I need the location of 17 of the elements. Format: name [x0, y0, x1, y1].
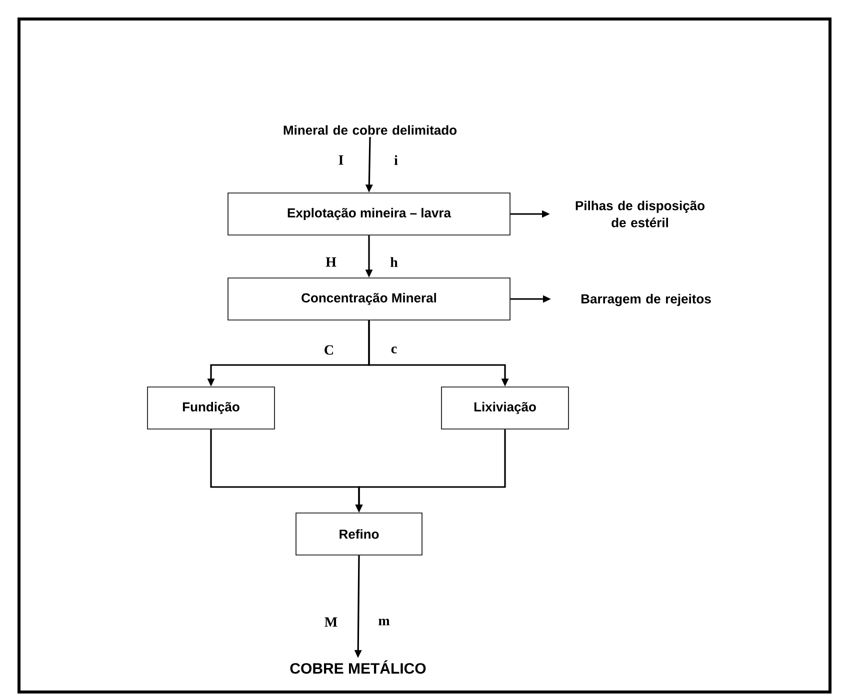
process-box: Explotação mineira – lavra [228, 192, 510, 236]
stream-label: Pilhas de disposição de estéril [576, 200, 705, 228]
stream-code: m [378, 618, 390, 626]
stream-code: i [394, 155, 398, 165]
output-label: COBRE METÁLICO [290, 660, 426, 674]
stream-label: Mineral de cobre delimitado [284, 125, 457, 135]
stream-code: I [338, 155, 344, 165]
stream-code: H [326, 257, 336, 267]
stream-code: c [391, 346, 397, 354]
process-box: Refino [296, 512, 422, 556]
stream-code: C [324, 345, 333, 355]
stream-code: h [390, 257, 398, 267]
process-box: Fundição [147, 386, 275, 430]
process-box: Concentração Mineral [228, 278, 510, 320]
stream-label: Barragem de rejeitos [581, 294, 711, 306]
stream-code: M [324, 617, 338, 627]
process-box: Lixiviação [441, 386, 569, 430]
